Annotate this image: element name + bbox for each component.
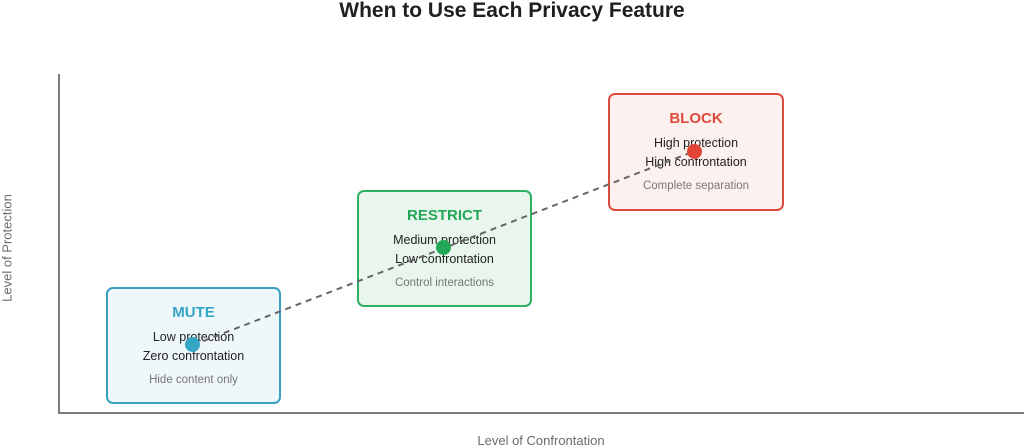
y-axis-line [58, 74, 60, 414]
block-note: Complete separation [642, 180, 750, 192]
mute-point [185, 337, 200, 352]
mute-confrontation: Zero confrontation [142, 349, 245, 363]
mute-note: Hide content only [149, 374, 238, 386]
restrict-point [436, 240, 451, 255]
x-axis-label: Level of Confrontation [477, 433, 605, 448]
mute-title: MUTE [172, 304, 215, 321]
block-title: BLOCK [669, 110, 723, 127]
block-point [687, 144, 702, 159]
x-axis-line [58, 412, 1024, 414]
restrict-title: RESTRICT [407, 207, 482, 224]
block-protection: High protection [653, 136, 739, 150]
restrict-note: Control interactions [394, 277, 495, 289]
diagram-title: When to Use Each Privacy Feature [339, 0, 685, 22]
y-axis-label: Level of Protection [0, 194, 15, 302]
